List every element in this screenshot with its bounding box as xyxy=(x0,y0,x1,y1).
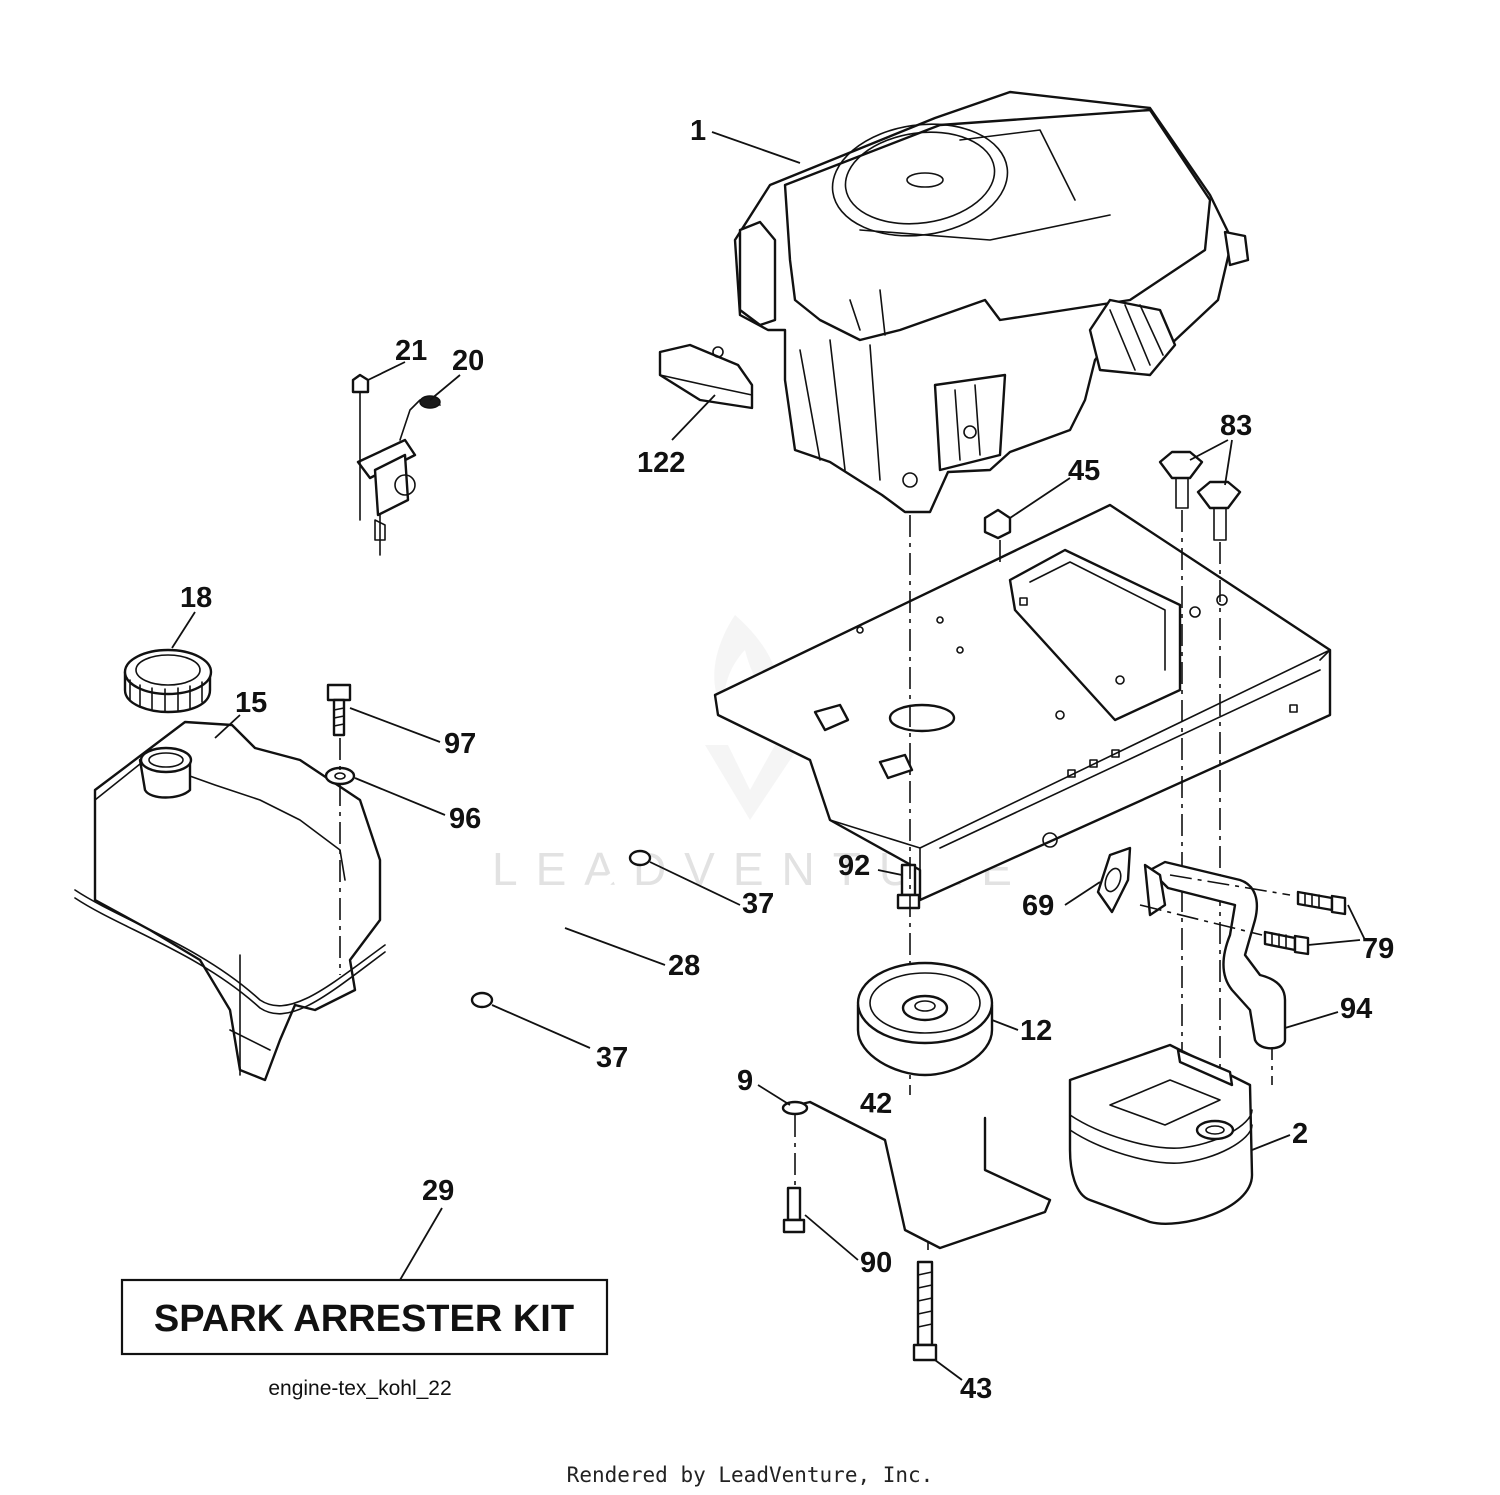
throttle-control[interactable] xyxy=(351,373,441,556)
air-duct[interactable] xyxy=(658,343,754,410)
fuel-cap-18[interactable] xyxy=(123,648,213,714)
bolts-79[interactable] xyxy=(1263,890,1347,956)
callout-29: 29 xyxy=(422,1175,454,1207)
callout-37-upper: 37 xyxy=(742,888,774,920)
fuel-line-28[interactable] xyxy=(488,859,637,998)
callout-9: 9 xyxy=(737,1065,753,1097)
screw-97[interactable] xyxy=(326,683,352,737)
pulley-12[interactable] xyxy=(856,961,994,1077)
hose-clamp-37-lower[interactable] xyxy=(470,991,494,1009)
washer-96[interactable] xyxy=(324,766,356,786)
bracket-rod-9[interactable] xyxy=(781,1100,1052,1250)
exhaust-pipe-94[interactable] xyxy=(1143,860,1287,1050)
callout-79: 79 xyxy=(1362,933,1394,965)
callout-28: 28 xyxy=(668,950,700,982)
bolt-92[interactable] xyxy=(896,863,921,910)
gasket-69[interactable] xyxy=(1096,846,1132,914)
callout-1: 1 xyxy=(690,115,706,147)
callout-15: 15 xyxy=(235,687,267,719)
callout-2: 2 xyxy=(1292,1118,1308,1150)
callout-45: 45 xyxy=(1068,455,1100,487)
callout-21: 21 xyxy=(395,335,427,367)
callout-12: 12 xyxy=(1020,1015,1052,1047)
callout-43: 43 xyxy=(960,1373,992,1405)
callout-20: 20 xyxy=(452,345,484,377)
bolt-90[interactable] xyxy=(782,1186,806,1234)
callout-92: 92 xyxy=(838,850,870,882)
footer-credit: Rendered by LeadVenture, Inc. xyxy=(567,1463,934,1487)
mower-frame[interactable] xyxy=(713,503,1332,902)
engine[interactable] xyxy=(733,90,1250,514)
spark-arrester-kit-box[interactable] xyxy=(120,1278,609,1356)
muffler-2[interactable] xyxy=(1068,1043,1254,1225)
callout-83: 83 xyxy=(1220,410,1252,442)
diagram-code: engine-tex_kohl_22 xyxy=(268,1377,451,1400)
callout-94: 94 xyxy=(1340,993,1372,1025)
callout-96: 96 xyxy=(449,803,481,835)
hose-clamp-37-upper[interactable] xyxy=(628,849,652,867)
callout-69: 69 xyxy=(1022,890,1054,922)
callout-97: 97 xyxy=(444,728,476,760)
nut-45[interactable] xyxy=(983,508,1012,540)
callout-90: 90 xyxy=(860,1247,892,1279)
fuel-tank-15[interactable] xyxy=(74,720,386,1082)
spark-arrester-kit-label: SPARK ARRESTER KIT xyxy=(154,1298,574,1340)
callout-122: 122 xyxy=(637,447,685,479)
callout-18: 18 xyxy=(180,582,212,614)
callout-37-lower: 37 xyxy=(596,1042,628,1074)
bolt-43[interactable] xyxy=(912,1260,938,1362)
